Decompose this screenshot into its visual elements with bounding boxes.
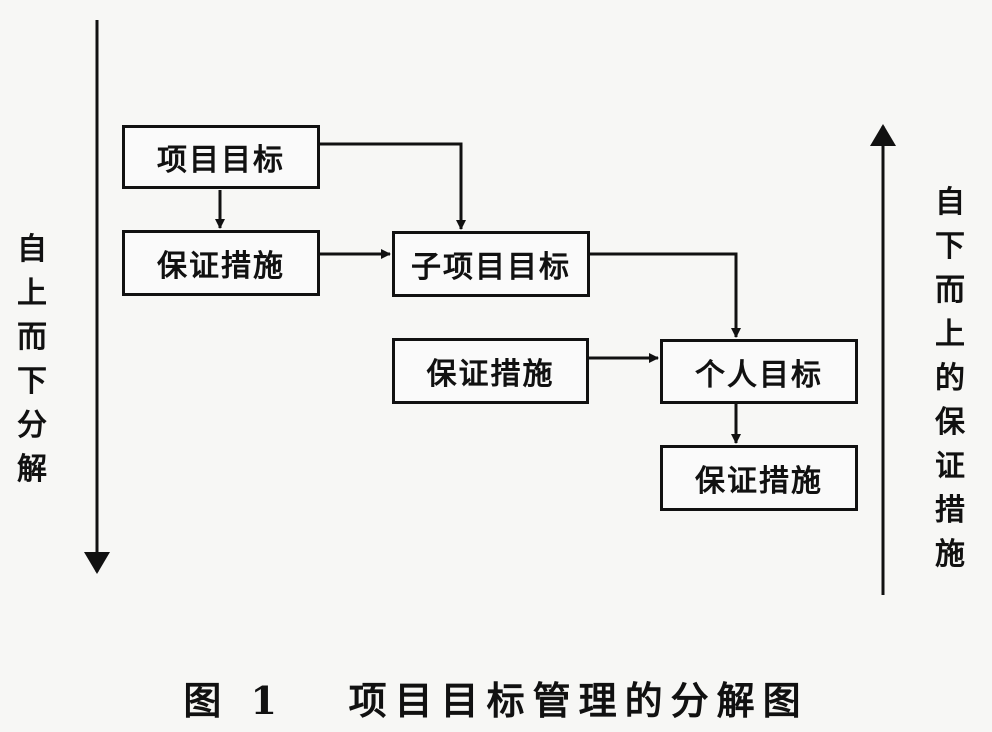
personal-goal-box: 个人目标 [660,339,858,404]
measures-box-3: 保证措施 [660,445,858,511]
project-goal-box: 项目目标 [122,125,320,189]
measures-box-2: 保证措施 [392,338,589,404]
personal-goal-label: 个人目标 [695,357,823,393]
measures-label-2: 保证措施 [426,357,555,392]
arrow-project-goal-to-sub-project-goal [319,142,466,230]
figure-caption: 图 1 项目目标管理的分解图 [183,678,809,723]
sub-project-goal-label: 子项目目标 [411,250,571,285]
measures-label-3: 保证措施 [695,464,823,499]
bottom-up-measures-label: 自下而上的保证措施 [935,185,965,572]
arrow-sub-project-goal-to-personal-goal [590,252,741,338]
measures-box-1: 保证措施 [122,230,320,296]
sub-project-goal-box: 子项目目标 [392,231,590,297]
top-down-decomposition-label: 自上而下分解 [17,232,47,487]
measures-label-1: 保证措施 [157,249,285,284]
project-goal-label: 项目目标 [157,143,285,178]
